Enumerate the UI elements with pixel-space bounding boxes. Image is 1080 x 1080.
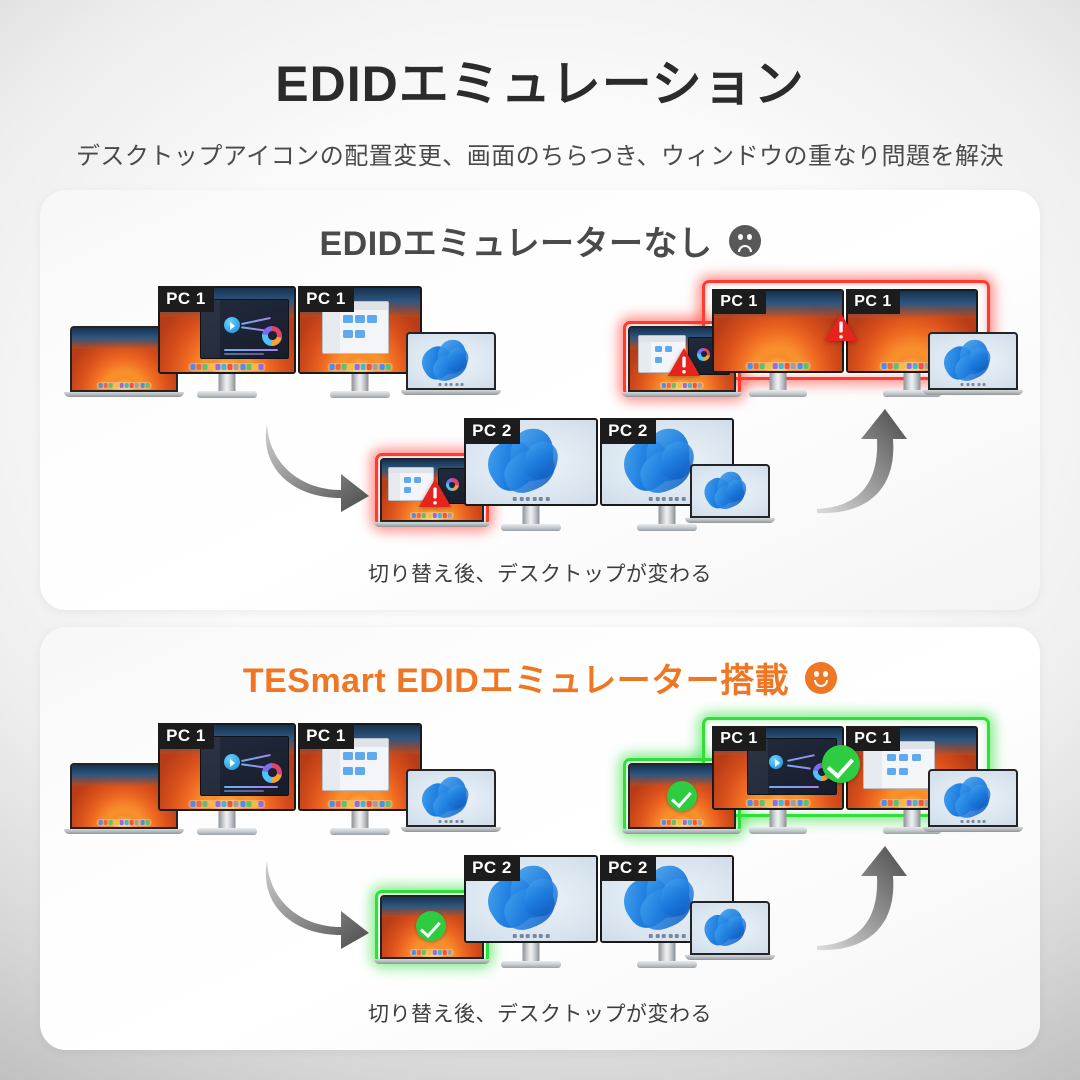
monitor-1: PC 2 — [464, 418, 598, 534]
laptop-right — [401, 332, 501, 398]
windows-taskbar — [960, 820, 986, 824]
panel-without-edid: EDIDエミュレーターなし — [40, 190, 1040, 610]
windows-taskbar — [648, 497, 686, 502]
pc-label-badge: PC 1 — [158, 286, 214, 312]
laptop-right — [401, 769, 501, 835]
pc-label-badge: PC 1 — [846, 726, 900, 751]
device-cluster-pc1-before: PC 1 — [64, 280, 501, 405]
arrow-up-right-icon — [817, 846, 907, 951]
warning-triangle-icon — [824, 312, 858, 342]
monitor-2: PC 2 — [600, 855, 734, 971]
monitor-2: PC 1 — [846, 726, 978, 838]
panel-caption-without-edid: 切り替え後、デスクトップが変わる — [368, 563, 712, 586]
laptop-right — [923, 332, 1023, 398]
macos-dock — [745, 798, 811, 807]
laptop-right — [923, 769, 1023, 835]
monitor-2: PC 1 — [298, 286, 422, 398]
windows-taskbar — [648, 934, 686, 939]
arrow-up-right-icon — [817, 409, 907, 514]
panel-heading-label: TESmart EDIDエミュレーター搭載 — [242, 662, 790, 700]
sad-face-icon — [728, 224, 761, 257]
finder-window — [321, 738, 389, 791]
dashboard-window — [200, 735, 289, 797]
warning-triangle-icon — [668, 347, 701, 376]
panel-with-edid: TESmart EDIDエミュレーター搭載 — [40, 627, 1040, 1050]
monitor-2: PC 2 — [600, 418, 734, 534]
monitor-1: PC 1 — [158, 286, 296, 398]
macos-dock — [327, 362, 393, 371]
pc-label-badge: PC 1 — [846, 289, 900, 314]
device-cluster-pc1-before: PC 1 — [64, 717, 501, 842]
monitor-1: PC 1 — [158, 723, 296, 835]
panel-heading-label: EDIDエミュレーターなし — [319, 225, 713, 263]
monitor-1: PC 1 — [712, 289, 844, 401]
macos-dock — [96, 382, 152, 390]
panel-caption-with-edid: 切り替え後、デスクトップが変わる — [368, 1003, 712, 1026]
monitor-2: PC 1 — [298, 723, 422, 835]
page-title: EDIDエミュレーション — [275, 56, 805, 112]
pc-label-badge: PC 1 — [712, 726, 766, 751]
pc-label-badge: PC 2 — [600, 855, 656, 881]
windows-taskbar — [438, 820, 464, 824]
macos-dock — [409, 512, 455, 520]
panel-heading-without-edid: EDIDエミュレーターなし — [40, 216, 1040, 265]
macos-dock — [659, 382, 705, 390]
windows-taskbar — [438, 383, 464, 387]
macos-dock — [745, 361, 811, 370]
check-circle-icon — [416, 911, 446, 942]
pc-label-badge: PC 1 — [298, 286, 354, 312]
panel-heading-with-edid: TESmart EDIDエミュレーター搭載 — [40, 653, 1040, 702]
page-subtitle: デスクトップアイコンの配置変更、画面のちらつき、ウィンドウの重なり問題を解決 — [75, 143, 1005, 170]
macos-dock — [188, 799, 266, 808]
pc-label-badge: PC 1 — [712, 289, 766, 314]
pc-label-badge: PC 2 — [600, 418, 656, 444]
pc-label-badge: PC 2 — [464, 418, 520, 444]
laptop-right — [685, 901, 775, 963]
macos-dock — [327, 799, 393, 808]
device-cluster-pc2: PC 2 PC 2 — [374, 849, 775, 974]
laptop-right — [685, 464, 775, 526]
pc-label-badge: PC 1 — [158, 723, 214, 749]
happy-face-icon — [805, 661, 838, 694]
check-circle-icon — [822, 745, 860, 783]
monitor-1: PC 2 — [464, 855, 598, 971]
macos-dock — [188, 362, 266, 371]
macos-dock — [409, 949, 455, 957]
finder-window — [321, 301, 389, 354]
device-cluster-pc1-after: PC 1 PC 1 — [622, 280, 1023, 405]
check-circle-icon — [667, 781, 698, 812]
header: EDIDエミュレーション デスクトップアイコンの配置変更、画面のちらつき、ウィン… — [0, 0, 1080, 171]
pc-label-badge: PC 2 — [464, 855, 520, 881]
macos-dock — [659, 819, 705, 827]
arrow-down-right-icon — [265, 861, 369, 949]
monitor-2: PC 1 — [846, 289, 978, 401]
windows-taskbar — [512, 934, 550, 939]
dashboard-window — [200, 298, 289, 360]
device-cluster-pc2: PC 2 PC 2 — [374, 412, 775, 537]
warning-triangle-icon — [418, 478, 452, 508]
windows-taskbar — [960, 383, 986, 387]
monitor-1: PC 1 — [712, 726, 844, 838]
device-cluster-pc1-after: PC 1 — [622, 717, 1023, 842]
windows-taskbar — [512, 497, 550, 502]
macos-dock — [96, 819, 152, 827]
pc-label-badge: PC 1 — [298, 723, 354, 749]
arrow-down-right-icon — [265, 424, 369, 512]
